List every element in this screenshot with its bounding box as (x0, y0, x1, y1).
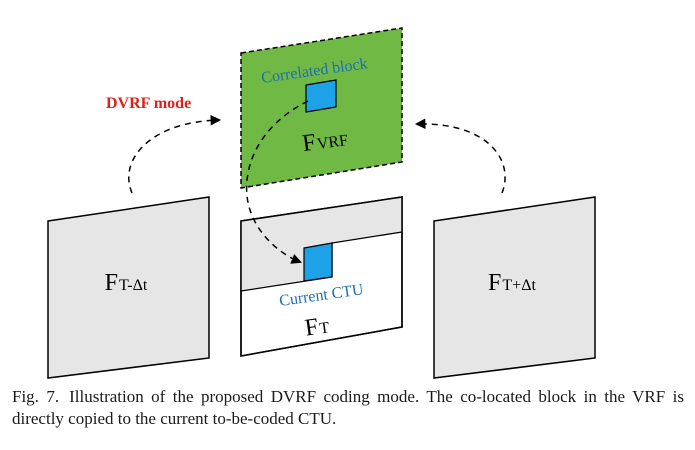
current-ctu-block (303, 242, 333, 282)
frame-right-sub: T+Δt (502, 277, 536, 294)
svg-text:FT+Δt: FT+Δt (488, 270, 536, 296)
frame-right: FT+Δt (433, 196, 596, 379)
dvrf-mode-label: DVRF mode (106, 95, 191, 112)
figure-caption: Fig. 7.Illustration of the proposed DVRF… (12, 386, 684, 430)
caption-text: Illustration of the proposed DVRF coding… (12, 387, 684, 428)
frame-current-sub: T (318, 319, 330, 337)
frame-left: FT-Δt (47, 196, 210, 379)
frame-current-coded-region (241, 197, 402, 291)
svg-text:FVRF: FVRF (301, 125, 350, 157)
frame-vrf: Correlated block FVRF (240, 27, 403, 189)
frame-right-main: F (488, 270, 501, 296)
frame-left-plane (47, 196, 210, 379)
frame-current: Current CTU FT (240, 196, 403, 357)
arrow-left-to-vrf (128, 115, 222, 194)
frame-vrf-sub: VRF (316, 132, 349, 153)
svg-text:FT-Δt: FT-Δt (105, 270, 148, 296)
arrow-vrf-to-current (245, 100, 309, 264)
frame-current-main: F (303, 314, 320, 342)
frame-current-plane-outline (240, 196, 403, 357)
frame-right-plane (433, 196, 596, 379)
frame-left-main: F (105, 270, 118, 296)
frame-vrf-main: F (301, 130, 318, 158)
frame-left-sub: T-Δt (119, 277, 148, 294)
figure-label: Fig. 7. (12, 387, 60, 406)
arrow-right-to-vrf (414, 118, 506, 194)
dvrf-diagram: FT-Δt FT+Δt Current CTU FT Correlated bl… (47, 27, 596, 379)
correlated-block (305, 79, 337, 113)
svg-text:FT: FT (303, 312, 331, 341)
